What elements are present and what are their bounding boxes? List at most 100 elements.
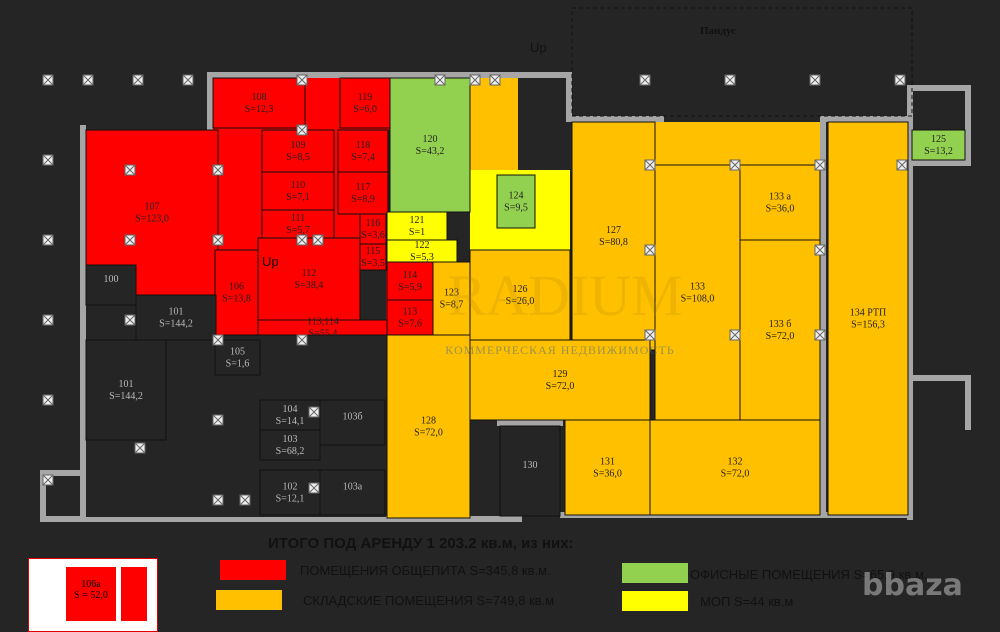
room-number: 113,114 <box>307 317 339 328</box>
column-icon <box>644 244 656 256</box>
room-number: 103б <box>342 412 362 423</box>
room-area: S=156,3 <box>851 320 885 331</box>
room-area: S=36,0 <box>766 204 795 215</box>
room-area: S=72,0 <box>766 331 795 342</box>
room-101 <box>135 294 217 341</box>
room-area: S=8,5 <box>286 152 310 163</box>
room-number: 127 <box>606 225 621 236</box>
room-109 <box>261 129 335 173</box>
column-icon <box>124 314 136 326</box>
room-number: 128 <box>421 416 436 427</box>
column-icon <box>182 74 194 86</box>
room-119 <box>339 77 391 129</box>
room-area: S=12,3 <box>245 104 274 115</box>
legend-title: ИТОГО ПОД АРЕНДУ 1 203.2 кв.м, из них: <box>268 535 574 552</box>
room-115 <box>359 243 387 271</box>
column-icon <box>82 74 94 86</box>
room-label: 106а <box>81 579 101 590</box>
room-number: 123 <box>444 288 459 299</box>
column-icon <box>312 234 324 246</box>
up-label: Up <box>262 254 279 269</box>
column-icon <box>644 329 656 341</box>
room-number: 110 <box>291 180 306 191</box>
legend-label-common: МОП S=44 кв.м <box>700 594 794 609</box>
room-112 <box>257 237 361 321</box>
zone-fill <box>655 122 820 165</box>
room-number: 115 <box>366 246 381 257</box>
inset-plan-106a: 106а S = 52,0 <box>28 558 158 632</box>
room-133-б <box>739 239 821 421</box>
ramp-outline <box>571 7 913 117</box>
column-icon <box>134 442 146 454</box>
column-icon <box>239 494 251 506</box>
room-number: 120 <box>423 134 438 145</box>
room-number: 130 <box>523 460 538 471</box>
room-number: 121 <box>410 215 425 226</box>
room-124 <box>496 174 536 229</box>
room-133-а <box>739 164 821 241</box>
site-watermark: bbaza <box>862 568 963 603</box>
up-label: Up <box>530 40 547 55</box>
room-103а <box>319 469 386 516</box>
room-131 <box>564 419 651 516</box>
legend-swatch-food <box>220 560 286 580</box>
room-106 <box>214 249 259 336</box>
column-icon <box>296 124 308 136</box>
room-area: S=8,7 <box>440 300 464 311</box>
room-number: 104 <box>283 404 298 415</box>
room-number: 107 <box>145 202 160 213</box>
legend-swatch-storage <box>216 590 282 610</box>
room-area: S=80,8 <box>599 237 628 248</box>
column-icon <box>124 234 136 246</box>
room-number: 133 <box>690 282 705 293</box>
watermark-subtitle: КОММЕРЧЕСКАЯ НЕДВИЖИМОСТЬ <box>445 343 675 357</box>
column-icon <box>296 234 308 246</box>
room-100 <box>85 264 137 306</box>
room-111 <box>261 209 335 239</box>
column-icon <box>132 74 144 86</box>
room-127 <box>571 121 656 351</box>
room-area: S=72,0 <box>546 381 575 392</box>
room-107 <box>85 129 219 296</box>
room-122 <box>386 239 458 263</box>
ramp-label: Пандус <box>700 25 736 37</box>
room-118 <box>337 129 389 173</box>
room-area: S=68,2 <box>276 446 305 457</box>
room-area: S=9,5 <box>504 203 528 214</box>
room-area: S=14,1 <box>276 416 305 427</box>
room-area: S=144,2 <box>159 319 193 330</box>
column-icon <box>42 474 54 486</box>
floor-plan: 107S=123,0108S=12,3119S=6,0109S=8,5118S=… <box>40 7 971 522</box>
room-103 <box>259 429 321 461</box>
room-area: S=1 <box>409 227 425 238</box>
room-110 <box>261 171 335 211</box>
room-area: S=3,6 <box>361 230 385 241</box>
room-number: 116 <box>366 218 381 229</box>
column-icon <box>212 164 224 176</box>
room-number: 133 а <box>769 192 792 203</box>
room-area: S=36,0 <box>593 469 622 480</box>
legend-swatch-common <box>622 591 688 611</box>
column-icon <box>42 74 54 86</box>
room-130 <box>499 425 561 517</box>
room-number: 118 <box>356 140 371 151</box>
column-icon <box>212 494 224 506</box>
column-icon <box>296 334 308 346</box>
room-area: S=5,7 <box>286 225 310 236</box>
room-113 <box>386 299 434 336</box>
room-number: 108 <box>252 92 267 103</box>
room-area: S=108,0 <box>681 294 715 305</box>
room-125 <box>911 129 966 161</box>
column-icon <box>814 159 826 171</box>
column-icon <box>296 74 308 86</box>
column-icon <box>308 406 320 418</box>
room-103б <box>319 399 386 446</box>
room-number: 106 <box>229 282 244 293</box>
column-icon <box>42 234 54 246</box>
column-icon <box>644 159 656 171</box>
column-icon <box>42 394 54 406</box>
room-number: 134 РТП <box>850 308 887 319</box>
legend-label-storage: СКЛАДСКИЕ ПОМЕЩЕНИЯ S=749,8 кв.м <box>303 593 555 608</box>
room-area: S=123,0 <box>135 214 169 225</box>
room-106a: 106а S = 52,0 <box>66 567 116 621</box>
